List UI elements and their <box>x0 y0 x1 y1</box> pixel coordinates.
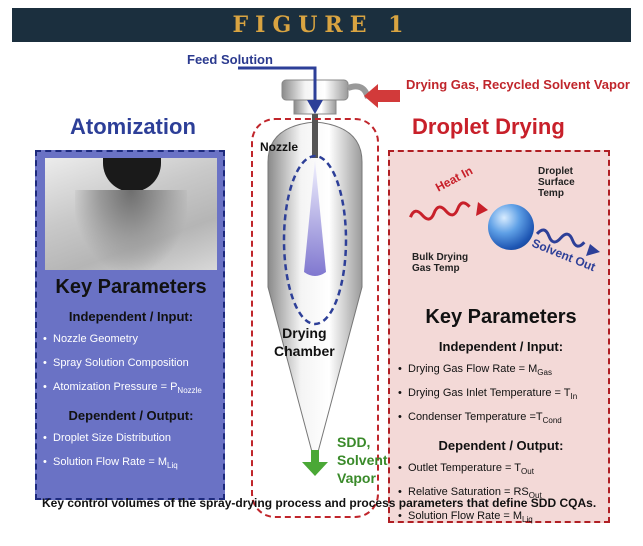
feed-arrow <box>238 66 323 114</box>
list-item: Drying Gas Flow Rate = MGas <box>398 359 604 383</box>
heat-mass-transfer-arrows <box>409 201 600 256</box>
sdd-output-arrow <box>302 450 328 476</box>
feed-solution-label: Feed Solution <box>187 52 273 67</box>
list-item: Relative Saturation = RSOut <box>398 482 604 506</box>
atomization-key-parameters-title: Key Parameters <box>55 276 207 298</box>
nozzle-label: Nozzle <box>260 140 299 154</box>
drying-chamber-control-volume <box>251 118 379 518</box>
nozzle-spray-photo <box>45 158 217 270</box>
atomization-dependent-title: Dependent / Output: <box>68 407 194 423</box>
atomization-zone-ellipse <box>282 154 348 326</box>
figure-header: FIGURE 1 <box>12 8 631 42</box>
gas-inlet-housing <box>281 79 371 115</box>
nozzle-stem <box>312 114 318 158</box>
drying-chamber-label: Drying Chamber <box>274 325 335 359</box>
sdd-output-label: SDD, Solvent Vapor <box>337 434 388 486</box>
process-diagram-graphics <box>238 66 400 476</box>
list-item: Outlet Temperature = TOut <box>398 458 604 482</box>
droplet-dependent-list: Outlet Temperature = TOut Relative Satur… <box>398 458 604 531</box>
droplet-drying-panel: Heat In Droplet Surface Temp Bulk Drying… <box>388 150 610 527</box>
spray-plume <box>304 160 326 276</box>
droplet-surface-temp-label: Droplet Surface Temp <box>538 166 575 199</box>
list-item: Spray Solution Composition <box>43 353 219 377</box>
atomization-dependent-list: Droplet Size Distribution Solution Flow … <box>43 428 219 476</box>
list-item: Solution Flow Rate = MLiq <box>398 506 604 530</box>
drying-chamber-body <box>267 121 363 453</box>
figure-content: Feed Solution Drying Gas, Recycled Solve… <box>12 42 631 527</box>
list-item: Nozzle Geometry <box>43 329 219 353</box>
droplet-drying-title: Droplet Drying <box>412 114 565 139</box>
atomization-title: Atomization <box>70 114 196 139</box>
drying-gas-label: Drying Gas, Recycled Solvent Vapor <box>406 77 630 92</box>
list-item: Solution Flow Rate = MLiq <box>43 452 219 476</box>
list-item: Droplet Size Distribution <box>43 428 219 452</box>
figure-label: FIGURE 1 <box>232 12 411 38</box>
droplet-dependent-title: Dependent / Output: <box>438 437 564 453</box>
atomization-independent-title: Independent / Input: <box>68 309 194 324</box>
figure-caption: Key control volumes of the spray-drying … <box>42 496 597 510</box>
list-item: Condenser Temperature =TCond <box>398 407 604 431</box>
atomization-independent-list: Nozzle Geometry Spray Solution Compositi… <box>43 329 219 402</box>
list-item: Atomization Pressure = PNozzle <box>43 377 219 401</box>
drying-gas-arrow <box>364 84 400 108</box>
atomization-panel: Key Parameters Independent / Input: Nozz… <box>35 150 225 500</box>
droplet-sphere <box>488 204 534 250</box>
list-item: Drying Gas Inlet Temperature = TIn <box>398 383 604 407</box>
droplet-key-parameters-title: Key Parameters <box>425 306 577 328</box>
bulk-drying-gas-temp-label: Bulk Drying Gas Temp <box>412 252 469 274</box>
droplet-independent-list: Drying Gas Flow Rate = MGas Drying Gas I… <box>398 359 604 432</box>
droplet-independent-title: Independent / Input: <box>438 339 564 354</box>
